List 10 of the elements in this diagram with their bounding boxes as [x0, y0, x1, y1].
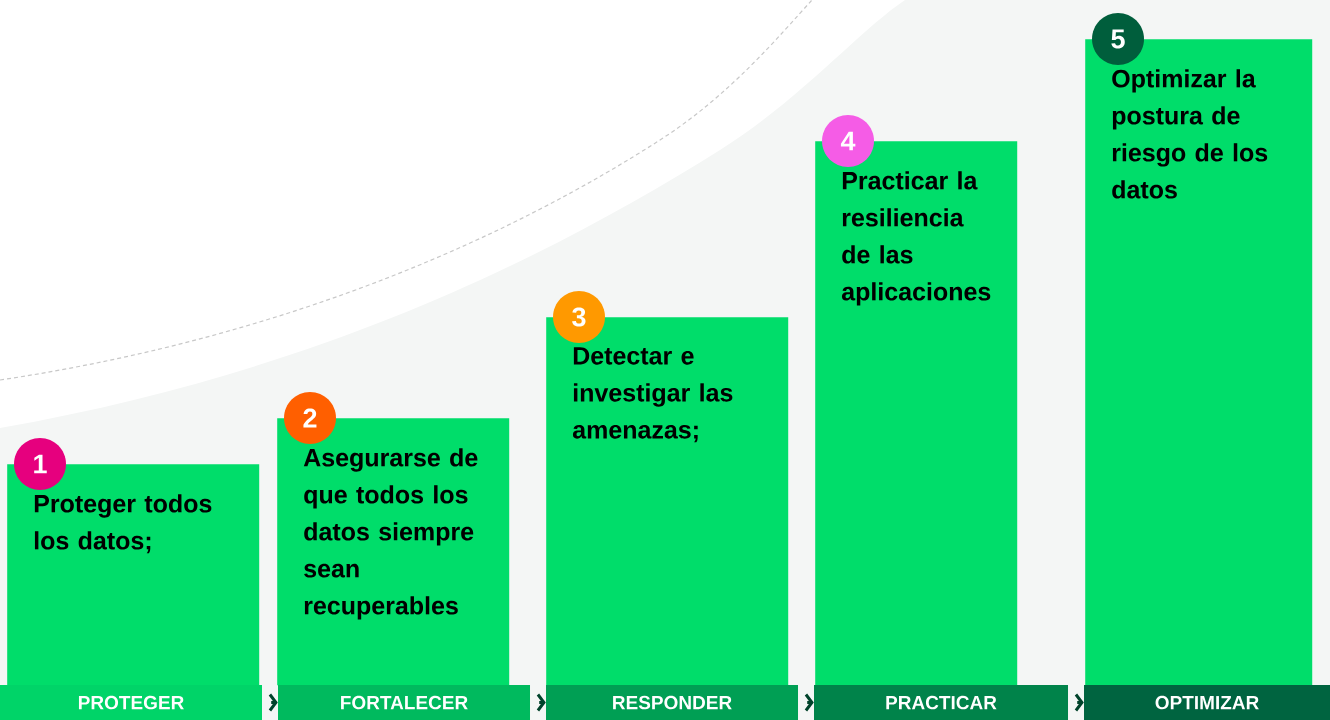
number-badge: 2	[284, 392, 336, 444]
number-badge: 5	[1092, 13, 1144, 65]
stage-band: OPTIMIZAR	[1084, 685, 1330, 720]
stage-band: RESPONDER	[546, 685, 798, 720]
stage-band: FORTALECER	[278, 685, 530, 720]
number-badge: 4	[822, 115, 874, 167]
stage-band: PRACTICAR	[814, 685, 1068, 720]
number-badge: 3	[553, 291, 605, 343]
number-badge: 1	[14, 438, 66, 490]
stage-band: PROTEGER	[0, 685, 262, 720]
